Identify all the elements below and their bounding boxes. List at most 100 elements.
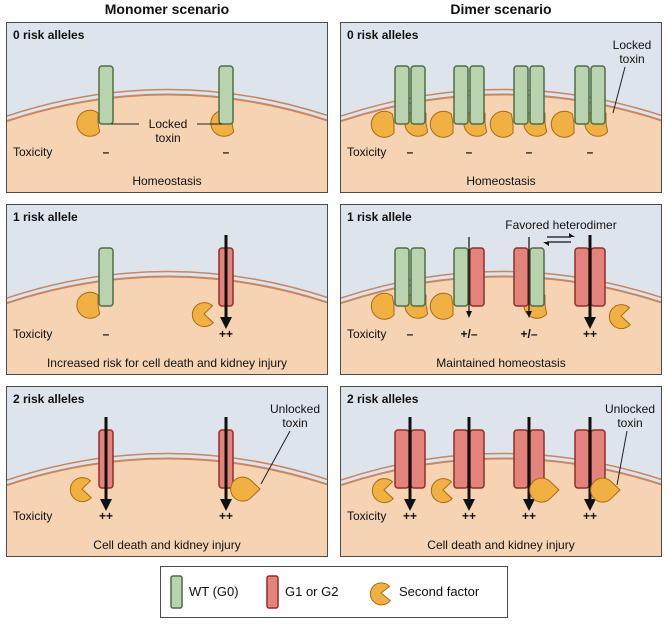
toxicity-value: ++ bbox=[461, 509, 476, 523]
unlocked-toxin-label: Unlocked toxin bbox=[269, 402, 321, 430]
panel-status: Homeostasis bbox=[132, 174, 202, 188]
second-factor-shape bbox=[371, 478, 394, 504]
risk-channel bbox=[574, 247, 590, 307]
second-factor-shape bbox=[590, 477, 621, 503]
second-factor-shape bbox=[370, 110, 395, 138]
panel-status: Maintained homeostasis bbox=[436, 356, 566, 370]
panel-dimer-2-risk: 2 risk alleles Unlocked toxin Toxicity +… bbox=[340, 386, 662, 557]
legend: WT (G0) G1 or G2 Second factor bbox=[160, 566, 508, 618]
toxicity-value: – bbox=[406, 327, 414, 341]
legend-item-risk: G1 or G2 bbox=[265, 567, 365, 617]
wt-channel bbox=[529, 247, 545, 307]
panel-monomer-1-risk: 1 risk allele Toxicity – ++ Increased ri… bbox=[6, 204, 328, 375]
toxicity-value: – bbox=[525, 145, 533, 159]
wt-channel bbox=[469, 65, 485, 125]
second-factor-shape bbox=[529, 477, 560, 503]
dimer-scenario-title: Dimer scenario bbox=[450, 1, 552, 17]
wt-channel bbox=[590, 65, 606, 125]
risk-channel bbox=[394, 429, 410, 489]
wt-channel bbox=[574, 65, 590, 125]
panel-title: 2 risk alleles bbox=[347, 392, 419, 406]
wt-channel bbox=[410, 247, 426, 307]
toxicity-value: ++ bbox=[218, 327, 233, 341]
second-factor-shape bbox=[550, 110, 575, 138]
panel-title: 2 risk alleles bbox=[13, 392, 85, 406]
second-factor-shape bbox=[429, 292, 454, 320]
wt-channel bbox=[513, 65, 529, 125]
risk-channel bbox=[590, 247, 606, 307]
second-factor-shape bbox=[76, 109, 101, 137]
toxicity-label: Toxicity bbox=[13, 145, 53, 159]
toxicity-value: +/– bbox=[460, 327, 478, 341]
toxicity-value: – bbox=[586, 145, 594, 159]
favored-heterodimer-label: Favored heterodimer bbox=[505, 218, 617, 232]
panel-title: 0 risk alleles bbox=[347, 28, 419, 42]
second-factor-shape bbox=[429, 110, 454, 138]
legend-label-risk: G1 or G2 bbox=[285, 584, 339, 599]
panel-status: Increased risk for cell death and kidney… bbox=[46, 356, 288, 370]
second-factor-shape bbox=[230, 476, 261, 502]
legend-label-factor: Second factor bbox=[399, 584, 480, 599]
risk-channel bbox=[469, 247, 485, 307]
risk-channel bbox=[453, 429, 469, 489]
panel-title: 1 risk allele bbox=[13, 210, 78, 224]
wt-channel bbox=[394, 65, 410, 125]
toxicity-value: – bbox=[406, 145, 414, 159]
panel-status: Cell death and kidney injury bbox=[427, 538, 575, 552]
second-factor-shape bbox=[76, 291, 101, 319]
toxicity-label: Toxicity bbox=[13, 509, 53, 523]
second-factor-shape bbox=[69, 477, 92, 503]
toxicity-label: Toxicity bbox=[347, 327, 387, 341]
risk-channel bbox=[410, 429, 426, 489]
toxicity-value: – bbox=[222, 145, 230, 159]
panel-monomer-0-risk: 0 risk alleles Locked toxin Toxicity – –… bbox=[6, 22, 328, 193]
second-factor-shape bbox=[191, 302, 214, 328]
panel-dimer-1-art bbox=[341, 205, 661, 374]
second-factor-shape bbox=[489, 110, 514, 138]
toxicity-value: – bbox=[465, 145, 473, 159]
wt-channel bbox=[453, 247, 469, 307]
toxicity-label: Toxicity bbox=[13, 327, 53, 341]
panel-monomer-2-risk: 2 risk alleles Unlocked toxin Toxicity +… bbox=[6, 386, 328, 557]
panel-title: 1 risk allele bbox=[347, 210, 412, 224]
toxicity-value: ++ bbox=[582, 509, 597, 523]
panel-monomer-0-art bbox=[7, 23, 327, 192]
toxicity-label: Toxicity bbox=[347, 509, 387, 523]
toxicity-value: – bbox=[102, 145, 110, 159]
panel-status: Homeostasis bbox=[466, 174, 536, 188]
second-factor-icon bbox=[369, 582, 391, 606]
toxicity-value: ++ bbox=[402, 509, 417, 523]
locked-toxin-label: Locked toxin bbox=[148, 117, 188, 145]
wt-channel bbox=[98, 247, 114, 307]
second-factor-shape bbox=[370, 292, 395, 320]
panel-monomer-2-art bbox=[7, 387, 327, 556]
panel-dimer-0-art bbox=[341, 23, 661, 192]
wt-channel bbox=[394, 247, 410, 307]
monomer-scenario-title: Monomer scenario bbox=[104, 1, 230, 17]
wt-channel bbox=[410, 65, 426, 125]
legend-item-wt: WT (G0) bbox=[169, 567, 269, 617]
panel-monomer-1-art bbox=[7, 205, 327, 374]
toxicity-value: – bbox=[102, 327, 110, 341]
risk-channel-icon bbox=[266, 575, 279, 609]
locked-toxin-label: Locked toxin bbox=[612, 38, 652, 66]
panel-status: Cell death and kidney injury bbox=[93, 538, 241, 552]
toxicity-value: ++ bbox=[582, 327, 597, 341]
panel-dimer-2-art bbox=[341, 387, 661, 556]
toxicity-value: ++ bbox=[218, 509, 233, 523]
wt-channel bbox=[218, 65, 234, 125]
toxicity-value: +/– bbox=[520, 327, 538, 341]
wt-channel bbox=[529, 65, 545, 125]
wt-channel bbox=[453, 65, 469, 125]
second-factor-shape bbox=[430, 478, 453, 504]
toxicity-value: ++ bbox=[521, 509, 536, 523]
legend-label-wt: WT (G0) bbox=[189, 584, 239, 599]
risk-channel bbox=[513, 247, 529, 307]
second-factor-shape bbox=[608, 304, 631, 330]
wt-channel bbox=[98, 65, 114, 125]
legend-item-factor: Second factor bbox=[367, 567, 507, 617]
toxicity-label: Toxicity bbox=[347, 145, 387, 159]
wt-channel-icon bbox=[170, 575, 183, 609]
risk-channel bbox=[513, 429, 529, 489]
panel-dimer-1-risk: 1 risk allele Favored heterodimer Toxici… bbox=[340, 204, 662, 375]
